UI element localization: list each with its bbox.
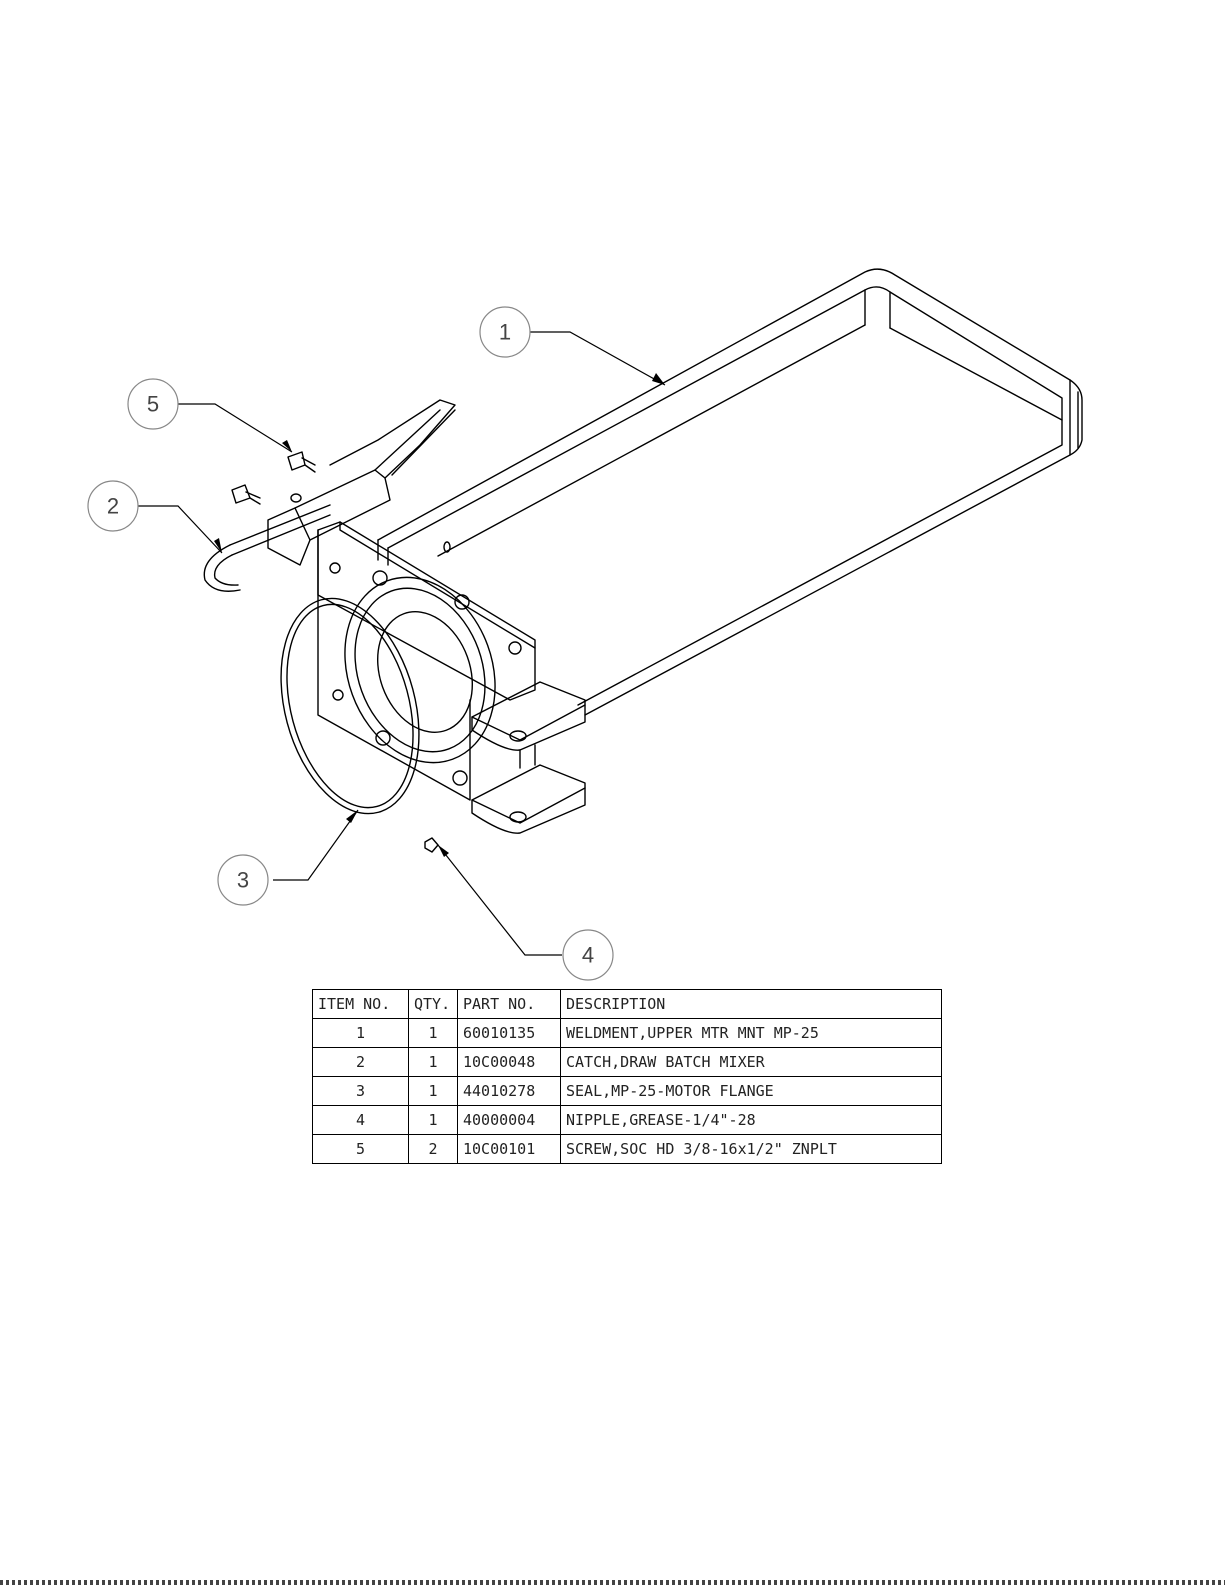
cell-qty: 1 [409,1106,458,1135]
socket-screws [232,452,315,504]
balloon-2: 2 [107,494,119,519]
cell-part: 40000004 [458,1106,561,1135]
table-row: 4 1 40000004 NIPPLE,GREASE-1/4"-28 [313,1106,942,1135]
cell-qty: 2 [409,1135,458,1164]
cell-qty: 1 [409,1048,458,1077]
cell-part: 10C00048 [458,1048,561,1077]
assembly-drawing: 1 5 2 3 4 [0,0,1225,1000]
motor-mount-plate [318,522,535,800]
header-part-no: PART NO. [458,990,561,1019]
grease-nipple [425,838,438,852]
cell-part: 10C00101 [458,1135,561,1164]
draw-catch [204,400,455,591]
balloon-4: 4 [582,943,594,968]
mounting-tabs [472,682,585,833]
table-row: 1 1 60010135 WELDMENT,UPPER MTR MNT MP-2… [313,1019,942,1048]
table-row: 2 1 10C00048 CATCH,DRAW BATCH MIXER [313,1048,942,1077]
cell-description: SEAL,MP-25-MOTOR FLANGE [561,1077,942,1106]
cell-qty: 1 [409,1077,458,1106]
table-header-row: ITEM NO. QTY. PART NO. DESCRIPTION [313,990,942,1019]
cell-description: NIPPLE,GREASE-1/4"-28 [561,1106,942,1135]
header-item-no: ITEM NO. [313,990,409,1019]
balloon-1: 1 [499,320,511,345]
bill-of-materials-table: ITEM NO. QTY. PART NO. DESCRIPTION 1 1 6… [312,989,942,1164]
cell-item: 1 [313,1019,409,1048]
cell-description: SCREW,SOC HD 3/8-16x1/2" ZNPLT [561,1135,942,1164]
balloon-5: 5 [147,392,159,417]
table-row: 3 1 44010278 SEAL,MP-25-MOTOR FLANGE [313,1077,942,1106]
cell-item: 4 [313,1106,409,1135]
cell-description: CATCH,DRAW BATCH MIXER [561,1048,942,1077]
header-description: DESCRIPTION [561,990,942,1019]
scan-edge-strip [0,1580,1225,1585]
cell-item: 5 [313,1135,409,1164]
cell-part: 60010135 [458,1019,561,1048]
balloon-3: 3 [237,868,249,893]
table-row: 5 2 10C00101 SCREW,SOC HD 3/8-16x1/2" ZN… [313,1135,942,1164]
header-qty: QTY. [409,990,458,1019]
cell-item: 3 [313,1077,409,1106]
cell-item: 2 [313,1048,409,1077]
cell-part: 44010278 [458,1077,561,1106]
cell-description: WELDMENT,UPPER MTR MNT MP-25 [561,1019,942,1048]
cell-qty: 1 [409,1019,458,1048]
